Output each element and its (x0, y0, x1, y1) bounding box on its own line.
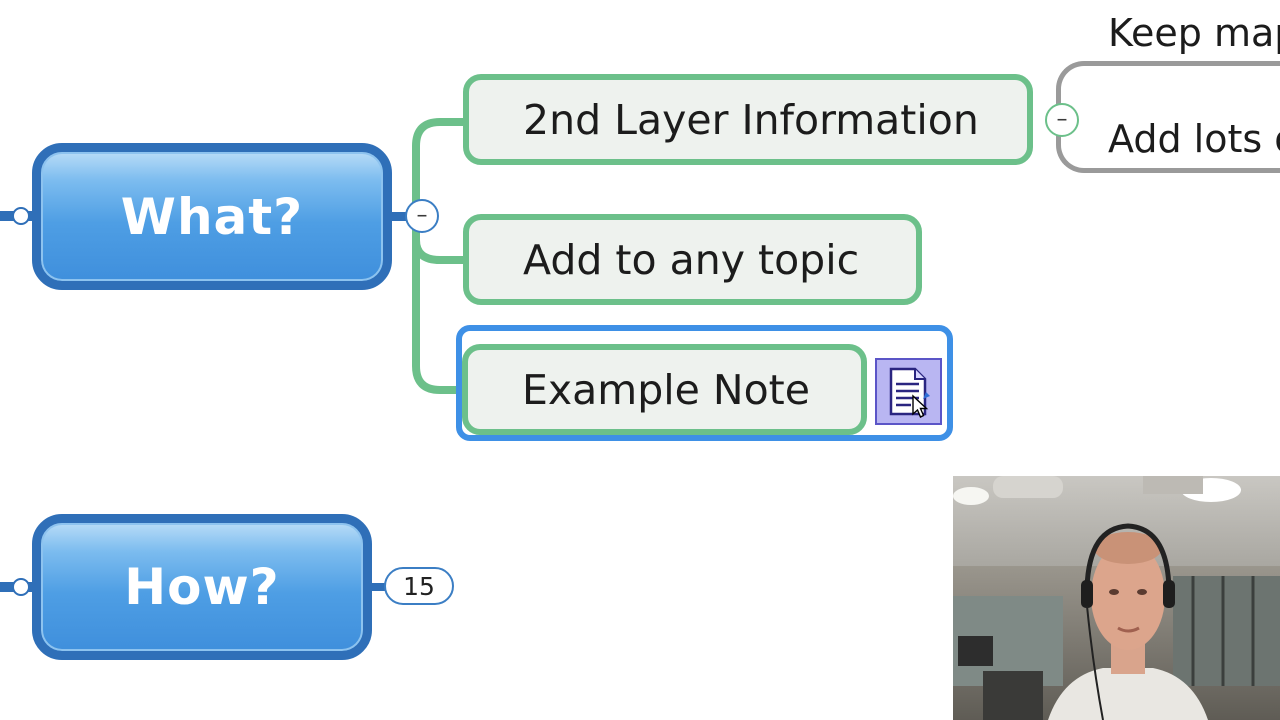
minus-icon: – (1056, 107, 1068, 132)
subtopic-2nd-layer[interactable]: 2nd Layer Information (463, 74, 1033, 165)
topic-anchor-dot (12, 578, 30, 596)
floating-topic-line: Add lots o (1108, 117, 1280, 161)
main-topic-what[interactable]: What? (32, 143, 392, 290)
presenter-video-frame (953, 476, 1280, 720)
topic-anchor-dot (12, 207, 30, 225)
connector-what-out (389, 212, 419, 221)
mouse-pointer-icon (912, 394, 929, 418)
subtopic-label: Add to any topic (523, 235, 860, 284)
main-topic-label: What? (120, 187, 304, 246)
collapse-button[interactable]: – (1045, 103, 1079, 137)
connector-how-out (370, 583, 386, 591)
subtopic-add-to-any[interactable]: Add to any topic (463, 214, 922, 305)
floating-topic-line: Keep map (1108, 11, 1280, 55)
collapse-button[interactable]: – (405, 199, 439, 233)
branch-connector (412, 118, 466, 394)
subtopic-label: 2nd Layer Information (523, 95, 979, 144)
main-topic-how[interactable]: How? (32, 514, 372, 660)
subtopic-label: Example Note (522, 365, 810, 414)
webcam-video (953, 476, 1280, 720)
minus-icon: – (416, 203, 428, 228)
collapsed-count: 15 (403, 571, 435, 601)
note-document-icon[interactable] (875, 358, 942, 425)
collapsed-count-badge[interactable]: 15 (384, 567, 454, 605)
subtopic-example-note[interactable]: Example Note (462, 344, 867, 435)
main-topic-label: How? (124, 558, 280, 616)
